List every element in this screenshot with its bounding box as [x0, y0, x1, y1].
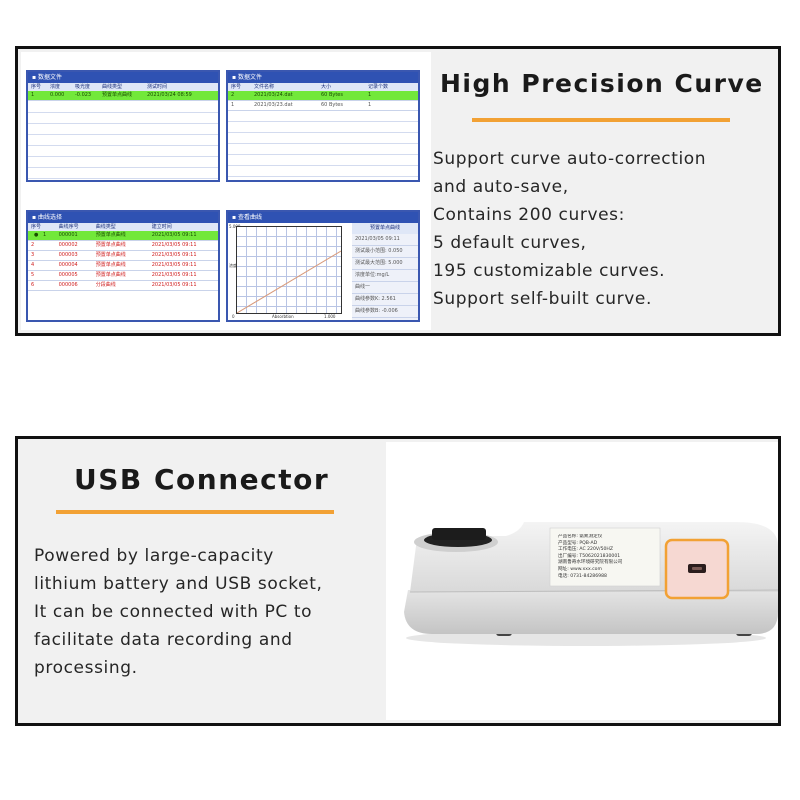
cuvette-cap-icon — [432, 528, 486, 540]
table-row[interactable]: 1 2021/03/23.dat 60 Bytes 1 — [228, 101, 418, 111]
screen-curve-view: ▪ 查看曲线 5.000 浓度 0 Absorbtion 1.000 预置单点曲… — [226, 210, 420, 322]
table-row[interactable]: 5 000005 预置单点曲线 2021/03/05 09:11 — [28, 271, 218, 281]
usb-title: USB Connector — [74, 463, 330, 496]
plot-grid — [236, 226, 342, 314]
table-row[interactable]: 6 000006 分段曲线 2021/03/05 09:11 — [28, 281, 218, 291]
table-row[interactable]: 1 0.000 -0.023 预置单点曲线 2021/03/24 08:59 — [28, 91, 218, 101]
precision-title: High Precision Curve — [440, 69, 764, 98]
table-row[interactable]: ● 1 000001 预置单点曲线 2021/03/05 09:11 — [28, 231, 218, 241]
precision-description: Support curve auto-correction and auto-s… — [433, 149, 707, 309]
product-label-text: 产品名称: 氨氮测定仪 产品型号: PQB-AD 工作电压: AC 220V/5… — [558, 534, 623, 579]
screen-title: ▪ 数据文件 — [28, 72, 218, 83]
table-row[interactable]: 4 000004 预置单点曲线 2021/03/05 09:11 — [28, 261, 218, 271]
screen-data-file: ▪ 数据文件 序号 浓度 吸光度 曲线类型 测试时间 1 0.000 -0.02… — [26, 70, 220, 182]
product-label — [549, 527, 661, 587]
plot-panel: 5.000 浓度 0 Absorbtion 1.000 — [228, 223, 352, 320]
table-header: 序号 浓度 吸光度 曲线类型 测试时间 — [28, 83, 218, 91]
screen-title: ▪ 查看曲线 — [228, 212, 418, 223]
usb-title-underline — [56, 510, 334, 514]
screen-curve-select: ▪ 曲线选择 序号 曲线序号 曲线类型 建立时间 ● 1 000001 预置单点… — [26, 210, 220, 322]
table-row[interactable]: 2 000002 预置单点曲线 2021/03/05 09:11 — [28, 241, 218, 251]
device-illustration — [404, 522, 779, 646]
folder-icon: ▪ — [32, 74, 38, 81]
empty-rows — [28, 102, 218, 180]
curve-icon: ▪ — [232, 214, 238, 221]
folder-icon: ▪ — [232, 74, 238, 81]
table-row[interactable]: 3 000003 预置单点曲线 2021/03/05 09:11 — [28, 251, 218, 261]
usb-description: Powered by large-capacity lithium batter… — [34, 546, 323, 678]
table-row[interactable]: 2 2021/03/24.dat 60 Bytes 1 — [228, 91, 418, 101]
screenshot-collage: ▪ 数据文件 序号 浓度 吸光度 曲线类型 测试时间 1 0.000 -0.02… — [21, 52, 431, 330]
empty-rows — [228, 111, 418, 180]
curve-info-panel: 预置单点曲线 2021/03/05 09:11 测试最小范围: 0.050 测试… — [352, 223, 418, 320]
curve-icon: ▪ — [32, 214, 38, 221]
precision-title-underline — [472, 118, 730, 122]
table-header: 序号 曲线序号 曲线类型 建立时间 — [28, 223, 218, 231]
usb-panel: USB Connector Powered by large-capacity … — [15, 436, 781, 726]
calibration-curve — [237, 250, 341, 313]
screen-title: ▪ 数据文件 — [228, 72, 418, 83]
device-photo: 产品名称: 氨氮测定仪 产品型号: PQB-AD 工作电压: AC 220V/5… — [386, 442, 779, 720]
screen-data-file-list: ▪ 数据文件 序号 文件名称 大小 记录个数 2 2021/03/24.dat … — [226, 70, 420, 182]
precision-panel: ▪ 数据文件 序号 浓度 吸光度 曲线类型 测试时间 1 0.000 -0.02… — [15, 46, 781, 336]
table-header: 序号 文件名称 大小 记录个数 — [228, 83, 418, 91]
screen-title: ▪ 曲线选择 — [28, 212, 218, 223]
radio-selected-icon: ● — [34, 232, 40, 238]
